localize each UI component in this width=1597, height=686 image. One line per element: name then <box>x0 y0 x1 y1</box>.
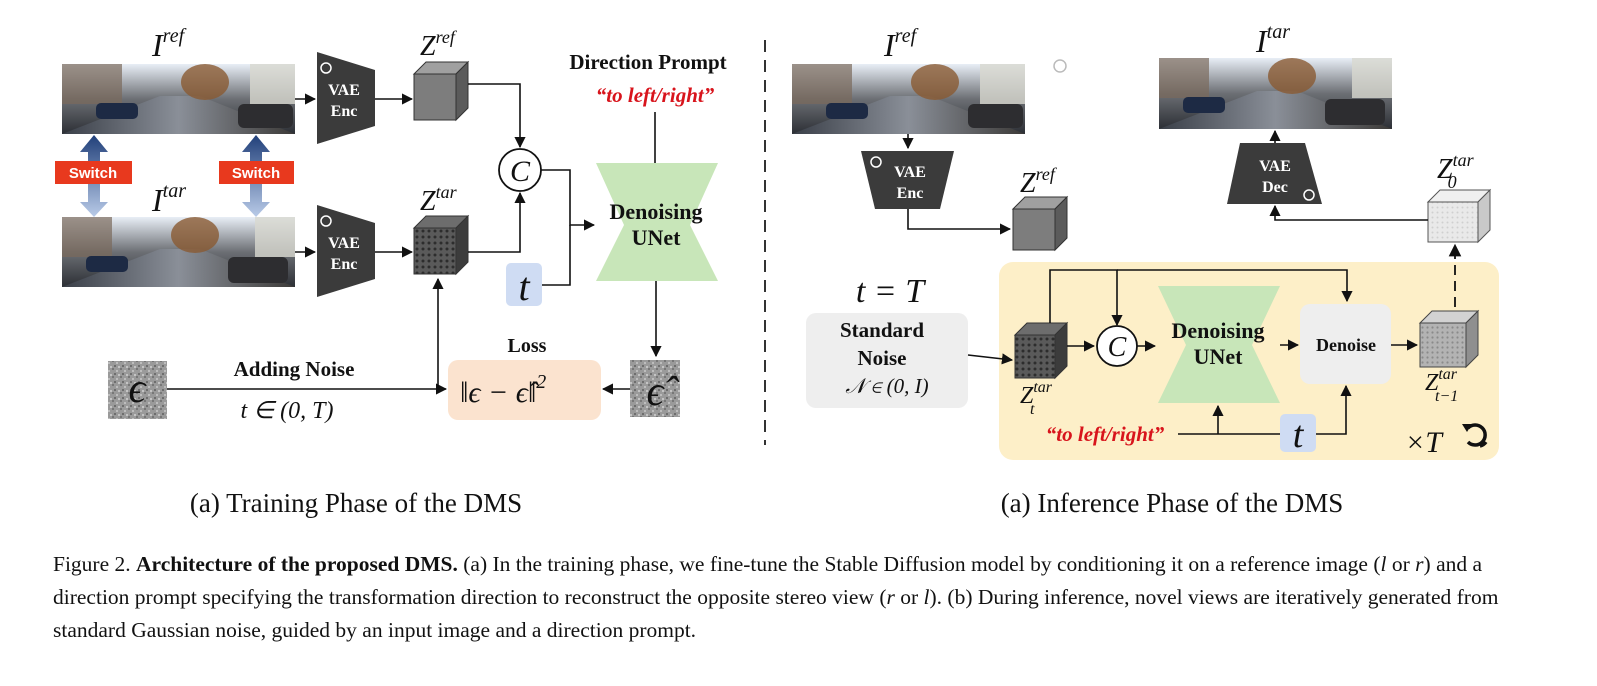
standard-noise-line2: Noise <box>858 346 907 370</box>
z0-cube <box>1426 188 1492 244</box>
caption-l: l <box>923 585 930 609</box>
tar-image <box>62 217 295 287</box>
denoise-label: Denoise <box>1316 335 1376 355</box>
noise-image <box>108 361 167 419</box>
standard-noise-dist: 𝒩 ∈ (0, I) <box>845 374 928 398</box>
svg-text:Enc: Enc <box>897 185 924 202</box>
inference-denoising-unet <box>1158 286 1280 403</box>
inference-ref-image <box>792 64 1025 134</box>
z-ref-cube <box>412 60 470 122</box>
inference-tar-image <box>1159 58 1392 129</box>
predicted-noise-image <box>630 360 680 417</box>
switch-arrow-right: Switch <box>219 135 294 217</box>
svg-text:Enc: Enc <box>331 103 358 120</box>
training-panel: Iref Itar Switch Switch VAE Enc VAE Enc <box>55 25 727 518</box>
svg-text:VAE: VAE <box>328 82 360 99</box>
zt-cube <box>1013 321 1069 380</box>
inference-unet-line2: UNet <box>1194 344 1244 369</box>
t-range-label: t ∈ (0, T) <box>241 398 334 424</box>
denoise-box <box>1300 304 1391 384</box>
svg-text:VAE: VAE <box>1259 158 1291 175</box>
adding-noise-label: Adding Noise <box>234 357 355 381</box>
concat-symbol: C <box>510 155 531 188</box>
inference-timestep-symbol: t <box>1293 414 1305 456</box>
unet-label-line2: UNet <box>632 225 682 250</box>
inference-z-ref-cube <box>1011 195 1069 252</box>
lock-icon <box>870 156 882 168</box>
lock-icon <box>320 215 332 227</box>
svg-text:Dec: Dec <box>1262 179 1288 196</box>
timestep-symbol: t <box>518 264 530 309</box>
lock-icon <box>1303 189 1315 201</box>
loss-formula: ‖ϵ − ϵ̂‖2 <box>460 371 546 409</box>
direction-prompt-text: “to left/right” <box>596 83 715 107</box>
z-ref-label: Zref <box>420 27 458 62</box>
switch-badge <box>219 161 294 184</box>
lock-icon <box>1053 59 1067 73</box>
z-tar-cube <box>412 214 470 276</box>
standard-noise-box <box>806 313 968 408</box>
lock-icon <box>320 62 332 74</box>
inference-timestep-box <box>1280 414 1316 452</box>
inference-prompt-text: “to left/right” <box>1046 422 1165 446</box>
times-T-label: ×T <box>1405 426 1444 459</box>
inference-concat-symbol: C <box>1108 332 1127 363</box>
direction-prompt-title: Direction Prompt <box>569 50 726 74</box>
unet-label-line1: Denoising <box>610 199 703 224</box>
dms-architecture-figure: Iref Itar Switch Switch VAE Enc VAE Enc <box>55 21 1499 518</box>
caption-or: or <box>894 585 924 609</box>
inference-tar-label: Itar <box>1255 21 1290 59</box>
loss-box <box>448 360 601 420</box>
caption-r: r <box>886 585 895 609</box>
caption-text-3: ). (b) During inference, novel views are… <box>53 585 1499 642</box>
switch-label: Switch <box>69 165 117 182</box>
tar-image-label: Itar <box>151 180 186 218</box>
switch-arrow-left: Switch <box>55 135 132 217</box>
loss-title: Loss <box>508 335 547 357</box>
inference-subtitle: (a) Inference Phase of the DMS <box>1001 488 1344 518</box>
caption-text-2: ) and a direction prompt specifying the … <box>53 552 1483 609</box>
caption-r: r <box>1415 552 1424 576</box>
ref-image-label: Iref <box>151 25 187 63</box>
inference-unet-line1: Denoising <box>1172 318 1265 343</box>
zt-minus-1-cube <box>1418 309 1480 369</box>
standard-noise-line1: Standard <box>840 318 924 342</box>
vae-encoder-tar: VAE Enc <box>317 205 375 297</box>
caption-l: l <box>1380 552 1387 576</box>
caption-text-1: (a) In the training phase, we fine-tune … <box>463 552 1381 576</box>
inference-panel: Iref Itar VAE Enc Zref VAE Dec <box>792 21 1499 518</box>
vae-decoder <box>1227 143 1322 204</box>
denoising-unet <box>596 163 718 281</box>
t-equals-T: t = T <box>856 273 926 310</box>
loop-icon <box>1462 423 1488 448</box>
svg-text:Enc: Enc <box>331 256 358 273</box>
caption-title: Architecture of the proposed DMS. <box>136 552 458 576</box>
timestep-box <box>506 263 542 306</box>
vae-encoder-ref: VAE Enc <box>317 52 375 144</box>
inference-z-ref-label: Zref <box>1020 164 1058 199</box>
caption-prefix: Figure 2. <box>53 552 131 576</box>
inference-ref-label: Iref <box>883 25 919 63</box>
svg-text:VAE: VAE <box>328 235 360 252</box>
svg-text:VAE: VAE <box>894 164 926 181</box>
ref-image <box>62 64 295 134</box>
noise-symbol: ϵ <box>129 366 148 412</box>
switch-label: Switch <box>232 165 280 182</box>
z-tar-label: Ztar <box>420 182 458 217</box>
figure-caption: Figure 2. Architecture of the proposed D… <box>53 548 1543 647</box>
training-subtitle: (a) Training Phase of the DMS <box>190 488 522 518</box>
inference-vae-encoder <box>861 151 954 209</box>
caption-or: or <box>1386 552 1416 576</box>
switch-badge <box>55 161 132 184</box>
